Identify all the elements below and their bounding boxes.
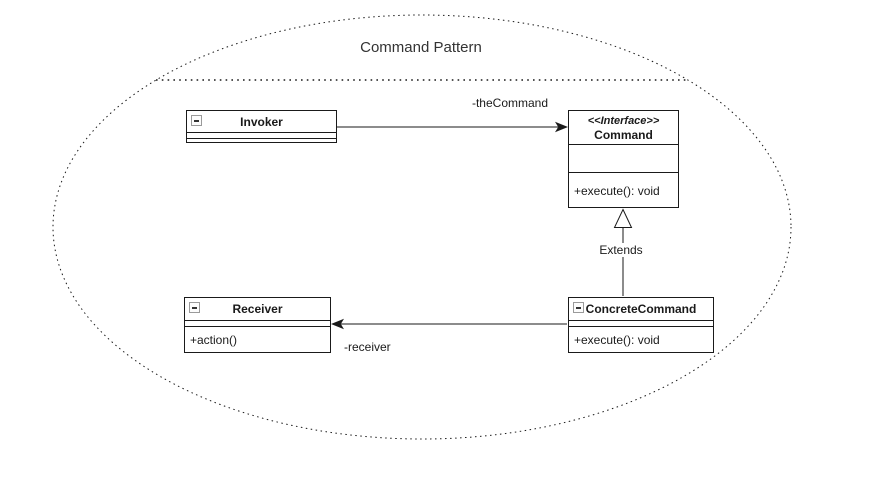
empty-attributes-compartment [569, 320, 713, 326]
edge-label-extends: Extends [591, 243, 651, 257]
class-title-bar: ConcreteCommand [569, 298, 713, 320]
class-title-bar: <<Interface>> Command [569, 111, 678, 144]
attributes-compartment [569, 144, 678, 172]
collapse-minus-icon[interactable] [191, 115, 202, 126]
edge-label-the-command: -theCommand [471, 96, 548, 110]
method-label: +execute(): void [574, 333, 660, 347]
empty-attributes-compartment [187, 132, 336, 138]
collapse-minus-icon[interactable] [573, 302, 584, 313]
class-title-bar: Invoker [187, 111, 336, 132]
method-label: +execute(): void [574, 184, 660, 198]
minus-glyph [194, 119, 199, 122]
hollow-triangle-icon [613, 208, 633, 228]
class-concrete-command[interactable]: ConcreteCommand +execute(): void [568, 297, 714, 353]
stereotype-label: <<Interface>> [587, 114, 660, 127]
class-name: Receiver [232, 302, 283, 316]
collapse-minus-icon[interactable] [189, 302, 200, 313]
methods-compartment: +execute(): void [569, 172, 678, 209]
class-name: ConcreteCommand [585, 302, 697, 316]
association-receiver[interactable] [331, 318, 567, 330]
class-invoker[interactable]: Invoker [186, 110, 337, 143]
interface-command[interactable]: <<Interface>> Command +execute(): void [568, 110, 679, 208]
method-label: +action() [190, 333, 238, 347]
empty-attributes-compartment [185, 320, 330, 326]
minus-glyph [192, 306, 197, 309]
association-the-command[interactable] [337, 121, 568, 133]
pattern-boundary-ellipse[interactable] [52, 14, 792, 440]
methods-compartment: +action() [185, 326, 330, 353]
empty-methods-compartment [187, 138, 336, 144]
methods-compartment: +execute(): void [569, 326, 713, 353]
class-name: Invoker [240, 114, 283, 129]
minus-glyph [576, 306, 581, 309]
filled-arrowhead-icon [555, 121, 568, 133]
class-receiver[interactable]: Receiver +action() [184, 297, 331, 353]
filled-arrowhead-icon [331, 318, 344, 330]
class-name: Command [594, 127, 653, 142]
diagram-title: Command Pattern [360, 39, 482, 56]
class-title-bar: Receiver [185, 298, 330, 320]
generalization-extends[interactable] [613, 208, 633, 297]
edge-label-receiver: -receiver [344, 340, 391, 354]
